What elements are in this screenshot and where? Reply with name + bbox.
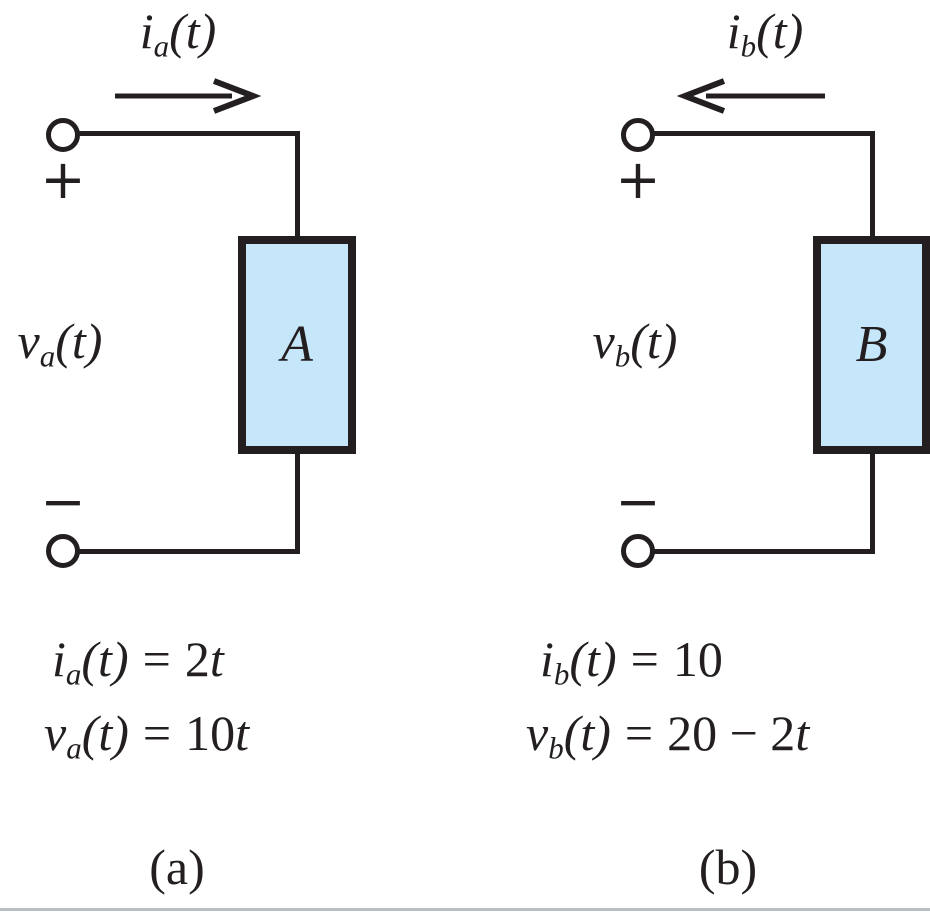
eq-args: (t)	[563, 705, 611, 761]
current-subscript-a: a	[153, 28, 170, 64]
eq-subscript: b	[548, 730, 564, 766]
terminal-bottom-b	[621, 534, 655, 568]
element-label-b: B	[855, 316, 888, 373]
wire-bottom-a	[78, 549, 300, 554]
eq-coefficient: 10	[185, 705, 236, 761]
eq-coefficient: 10	[672, 631, 723, 687]
wire-top-a	[78, 131, 300, 136]
eq-args: (t)	[81, 631, 129, 687]
wire-bottom-b	[653, 549, 875, 554]
current-arrow-right-icon	[115, 78, 262, 114]
wire-top-drop-a	[295, 133, 300, 237]
element-box-b: B	[813, 236, 930, 454]
wire-top-b	[653, 131, 875, 136]
minus-sign-a: −	[40, 470, 86, 533]
eq-var: i	[540, 631, 554, 687]
voltage-label-b: vb(t)	[575, 313, 695, 372]
voltage-subscript-a: a	[39, 338, 56, 374]
current-subscript-b: b	[740, 28, 757, 64]
eq-args: (t)	[81, 705, 129, 761]
eq-coefficient: 2	[184, 631, 210, 687]
plus-sign-a: +	[40, 148, 86, 211]
equals-sign: =	[624, 705, 654, 761]
equation-current-a: ia(t) =2t	[52, 631, 224, 690]
element-label-a: A	[281, 316, 313, 373]
voltage-var-a: v	[17, 313, 40, 369]
equation-voltage-a: va(t) =10t	[44, 705, 250, 764]
current-arrow-left-icon	[676, 78, 825, 114]
eq-subscript: a	[65, 656, 82, 692]
eq-tvar: t	[235, 705, 250, 761]
eq-subscript: a	[66, 730, 82, 766]
equals-sign: =	[142, 631, 171, 687]
bottom-rule	[0, 908, 930, 911]
caption-b: (b)	[698, 839, 758, 895]
equals-sign: =	[142, 705, 172, 761]
eq-var: i	[52, 631, 66, 687]
eq-var: v	[44, 705, 67, 761]
voltage-label-a: va(t)	[0, 313, 120, 372]
terminal-bottom-a	[46, 534, 80, 568]
eq-args: (t)	[569, 631, 617, 687]
eq-var: v	[526, 705, 549, 761]
equals-sign: =	[630, 631, 659, 687]
terminal-top-b	[621, 118, 655, 152]
current-args-b: (t)	[756, 3, 804, 59]
current-label-a: ia(t)	[118, 3, 238, 62]
current-label-b: ib(t)	[705, 3, 825, 62]
eq-tvar: t	[209, 631, 224, 687]
wire-bottom-rise-b	[870, 454, 875, 553]
eq-coefficient: 20 − 2	[667, 705, 796, 761]
caption-a: (a)	[149, 839, 205, 895]
wire-bottom-rise-a	[295, 454, 300, 553]
current-var-b: i	[726, 3, 741, 59]
current-var-a: i	[139, 3, 154, 59]
voltage-subscript-b: b	[614, 338, 631, 374]
element-box-a: A	[238, 236, 356, 454]
equation-current-b: ib(t) =10	[540, 631, 723, 690]
voltage-args-a: (t)	[55, 313, 103, 369]
terminal-top-a	[46, 118, 80, 152]
wire-top-drop-b	[870, 133, 875, 237]
eq-tvar: t	[795, 705, 810, 761]
plus-sign-b: +	[615, 148, 661, 211]
eq-subscript: b	[553, 656, 570, 692]
voltage-args-b: (t)	[630, 313, 678, 369]
minus-sign-b: −	[615, 470, 661, 533]
voltage-var-b: v	[592, 313, 615, 369]
current-args-a: (t)	[169, 3, 217, 59]
equation-voltage-b: vb(t) =20 − 2t	[526, 705, 810, 764]
